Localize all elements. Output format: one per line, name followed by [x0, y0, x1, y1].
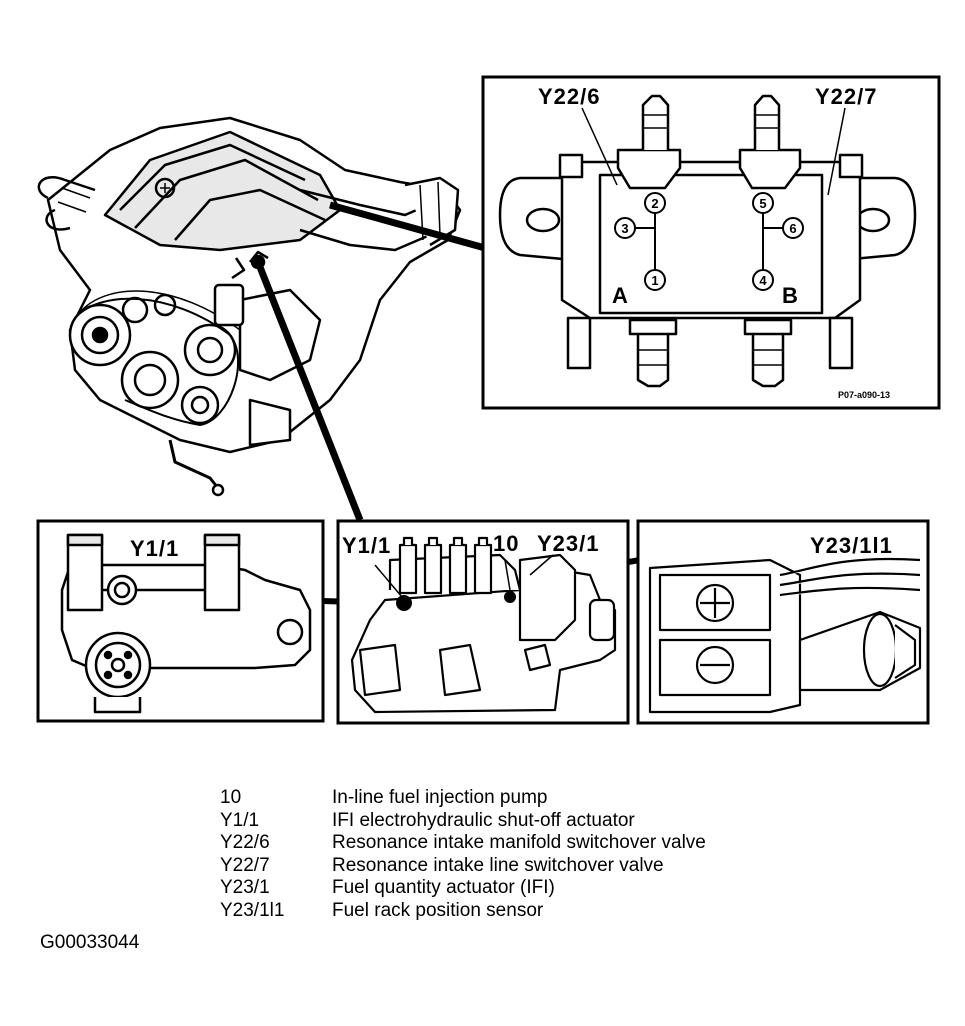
legend-row: Y22/7 Resonance intake line switchover v… [220, 855, 820, 878]
pin-2 [644, 192, 666, 214]
legend-code: Y22/6 [220, 832, 270, 853]
legend-description: IFI electrohydraulic shut-off actuator [332, 809, 635, 831]
legend-row: Y23/1l1 Fuel rack position sensor [220, 900, 820, 923]
label-y22-6: Y22/6 [538, 84, 601, 109]
pin-6-label: 6 [789, 221, 796, 236]
legend-row: Y23/1 Fuel quantity actuator (IFI) [220, 877, 820, 900]
legend-code: 10 [220, 787, 242, 808]
legend: 10 In-line fuel injection pump Y1/1 IFI … [220, 787, 820, 922]
component-location-diagram: 2 3 1 5 6 4 Y22/6 Y22/7 A B P07-a090-13 [36, 75, 941, 725]
label-pump-10: 10 [493, 531, 519, 556]
legend-row: 10 In-line fuel injection pump [220, 787, 820, 810]
pin-3 [614, 217, 636, 239]
label-y22-7: Y22/7 [815, 84, 878, 109]
label-y1-1-pump: Y1/1 [342, 533, 391, 558]
legend-description: Fuel quantity actuator (IFI) [332, 877, 555, 898]
pin-3-label: 3 [621, 221, 628, 236]
legend-row: Y1/1 IFI electrohydraulic shut-off actua… [220, 810, 820, 833]
pin-5 [752, 192, 774, 214]
legend-description: Resonance intake line switchover valve [332, 854, 664, 876]
legend-code: Y23/1 [220, 877, 270, 898]
pin-4-label: 4 [759, 273, 767, 288]
legend-description: Resonance intake manifold switchover val… [332, 832, 706, 853]
label-port-b: B [782, 283, 799, 308]
engine-illustration [37, 116, 462, 497]
legend-description: Fuel rack position sensor [332, 899, 544, 921]
label-y23-1: Y23/1 [537, 531, 600, 556]
pin-1 [644, 269, 666, 291]
actuator-detail-panel: Y1/1 [36, 519, 325, 723]
valve-figure-code: P07-a090-13 [838, 390, 890, 400]
legend-code: Y23/1l1 [220, 899, 285, 921]
legend-description: In-line fuel injection pump [332, 787, 548, 808]
label-y23-1l1: Y23/1l1 [810, 533, 893, 558]
figure-id: G00033044 [40, 932, 140, 953]
label-y1-1-actuator: Y1/1 [130, 536, 179, 561]
pin-4 [752, 269, 774, 291]
sensor-detail-panel: Y23/1l1 [636, 519, 930, 725]
pin-6 [782, 217, 804, 239]
valve-detail-panel: 2 3 1 5 6 4 Y22/6 Y22/7 A B P07-a090-13 [481, 75, 941, 410]
legend-code: Y1/1 [220, 809, 260, 831]
legend-row: Y22/6 Resonance intake manifold switchov… [220, 832, 820, 855]
pin-1-label: 1 [651, 273, 658, 288]
pump-detail-panel: Y1/1 10 Y23/1 [336, 519, 630, 725]
pin-5-label: 5 [759, 196, 766, 211]
legend-code: Y22/7 [220, 854, 270, 876]
label-port-a: A [612, 283, 629, 308]
pin-2-label: 2 [651, 196, 658, 211]
